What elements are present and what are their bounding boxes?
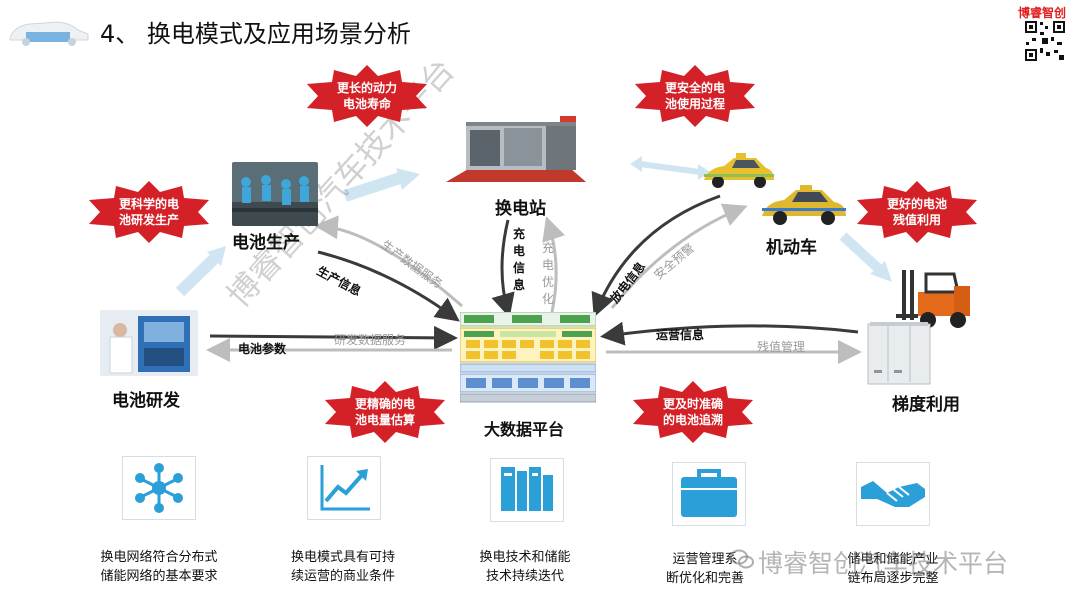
big-data-platform-image xyxy=(459,311,597,404)
feature-caption-3: 换电技术和储能 技术持续迭代 xyxy=(440,548,610,586)
badge-line: 更及时准确 xyxy=(662,397,723,411)
badge-scientific-rnd: 更科学的电池研发生产 xyxy=(84,180,214,244)
briefcase-icon xyxy=(681,469,737,517)
feature-icon-box-4 xyxy=(672,462,746,526)
flow-residual-mgmt: 残值管理 xyxy=(757,340,806,354)
swap-station-image xyxy=(440,110,590,190)
caption-line: 技术持续迭代 xyxy=(485,569,564,584)
caption-line: 续运营的商业条件 xyxy=(290,569,395,584)
badge-line: 池电量估算 xyxy=(354,413,415,427)
badge-line: 更安全的电 xyxy=(664,81,725,95)
storage-cabinet-image xyxy=(866,320,932,386)
feature-caption-2: 换电模式具有可持 续运营的商业条件 xyxy=(258,548,428,586)
taxi-image xyxy=(700,150,776,192)
badge-safer-use: 更安全的电池使用过程 xyxy=(630,64,760,128)
badge-longer-life: 更长的动力电池寿命 xyxy=(302,64,432,128)
feature-icon-box-1 xyxy=(122,456,196,520)
caption-line: 储能网络的基本要求 xyxy=(100,569,218,584)
badge-line: 池使用过程 xyxy=(664,97,725,111)
caption-line: 换电网络符合分布式 xyxy=(100,550,218,565)
big-data-platform-label: 大数据平台 xyxy=(484,420,565,439)
caption-line: 链布局逐步完整 xyxy=(847,571,939,586)
flow-operation-info: 运营信息 xyxy=(656,328,705,342)
badge-line: 更长的动力 xyxy=(336,81,397,95)
taxi-image-2 xyxy=(758,182,848,228)
feature-icon-box-3 xyxy=(490,458,564,522)
caption-line: 储电和储能产业 xyxy=(847,552,939,567)
feature-caption-4: 运营管理系 断优化和完善 xyxy=(620,550,790,588)
battery-rnd-label: 电池研发 xyxy=(112,391,180,411)
badge-line: 电池寿命 xyxy=(342,97,391,111)
badge-line: 残值利用 xyxy=(892,213,941,227)
books-icon xyxy=(501,467,553,511)
feature-icon-box-2 xyxy=(307,456,381,520)
car-logo xyxy=(4,14,94,48)
brand-label: 博睿智创 xyxy=(1018,6,1067,20)
badge-line: 更科学的电 xyxy=(118,197,179,211)
badge-precise-estimate: 更精确的电池电量估算 xyxy=(320,380,450,444)
growth-chart-icon xyxy=(320,465,370,511)
vehicle-label: 机动车 xyxy=(766,238,817,258)
flow-battery-params: 电池参数 xyxy=(238,342,287,356)
wechat-icon xyxy=(730,548,754,570)
forklift-image xyxy=(896,266,980,330)
handshake-icon xyxy=(861,481,925,507)
feature-caption-5: 储电和储能产业 链布局逐步完整 xyxy=(808,550,978,588)
battery-rnd-image xyxy=(100,310,198,376)
battery-production-image xyxy=(232,162,318,226)
flow-charge-optimize: 充电优化 xyxy=(541,241,554,306)
cascade-use-label: 梯度利用 xyxy=(892,395,960,415)
caption-line: 运营管理系 xyxy=(672,552,738,567)
caption-line: 换电技术和储能 xyxy=(479,550,571,565)
badge-line: 池研发生产 xyxy=(118,213,179,227)
wechat-watermark: 博睿智创汽车技术平台 xyxy=(758,549,1009,578)
badge-better-residual: 更好的电池残值利用 xyxy=(852,180,982,244)
page-title: 4、 换电模式及应用场景分析 xyxy=(100,20,411,48)
badge-line: 的电池追溯 xyxy=(662,413,723,427)
caption-line: 换电模式具有可持 xyxy=(290,550,395,565)
feature-icon-box-5 xyxy=(856,462,930,526)
flow-charge-info: 充电信息 xyxy=(512,227,525,292)
badge-line: 更精确的电 xyxy=(354,397,415,411)
badge-line: 更好的电池 xyxy=(886,197,947,211)
qr-code xyxy=(1024,20,1066,62)
feature-caption-1: 换电网络符合分布式 储能网络的基本要求 xyxy=(74,548,244,586)
battery-production-label: 电池生产 xyxy=(232,233,300,253)
swap-station-label: 换电站 xyxy=(495,199,546,219)
flow-rnd-data-service: 研发数据服务 xyxy=(334,333,407,347)
network-icon xyxy=(135,463,183,513)
badge-timely-trace: 更及时准确的电池追溯 xyxy=(628,380,758,444)
caption-line: 断优化和完善 xyxy=(665,571,744,586)
